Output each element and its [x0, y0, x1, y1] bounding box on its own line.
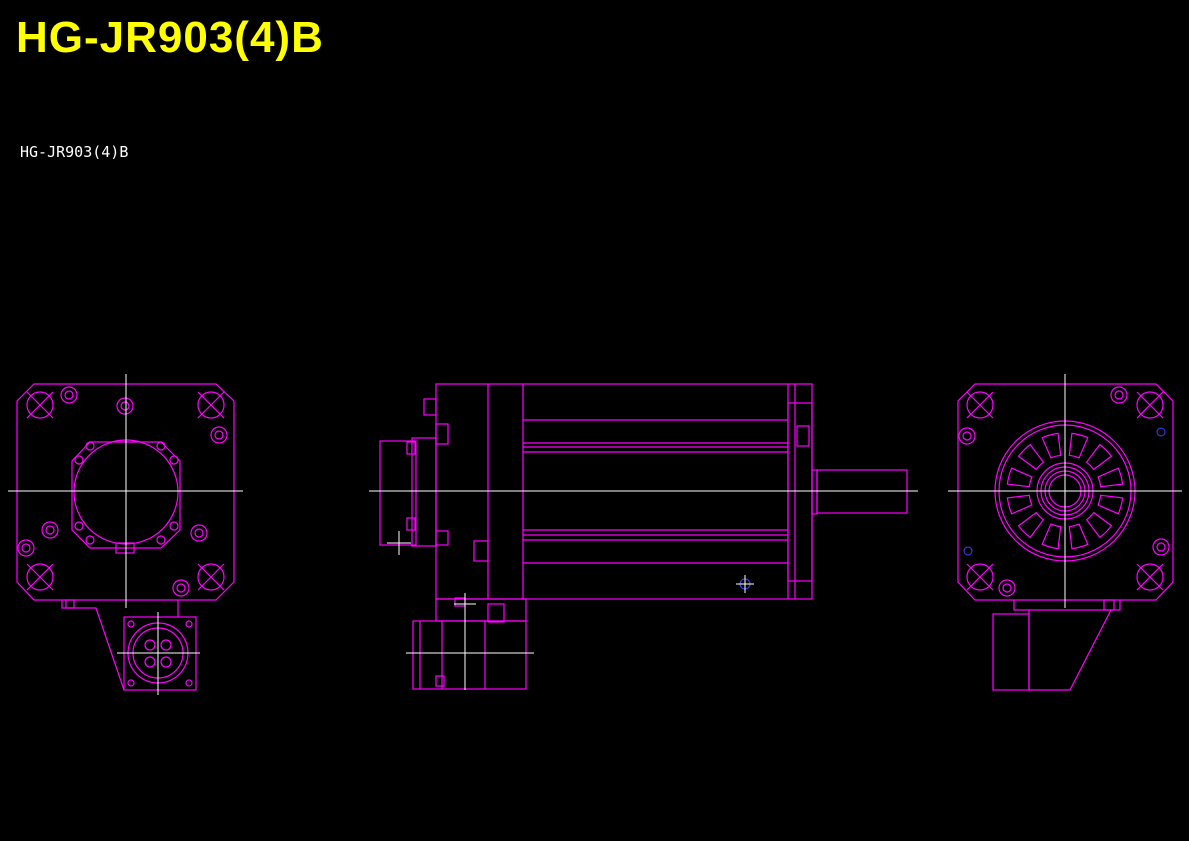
front-encoder-tab: [115, 542, 135, 554]
blue-hole-marker-2: [963, 546, 973, 556]
front-screw-bosses: [17, 386, 228, 597]
front-connector-bracket: [61, 600, 125, 691]
front-encoder-screws: [74, 441, 179, 545]
flange-mount-hole-bl: [966, 563, 994, 591]
flange-rib-window: [1085, 511, 1113, 539]
flange-outline: [957, 383, 1174, 601]
flange-rib-window: [1006, 494, 1033, 515]
side-encoder-housing: [411, 437, 437, 547]
flange-rib-window: [1097, 467, 1124, 488]
side-connector-base: [435, 598, 527, 622]
model-label: HG-JR903(4)B: [20, 143, 129, 161]
flange-rib-window: [1041, 523, 1062, 550]
side-fin-grooves: [523, 419, 788, 564]
flange-rib-window: [1097, 494, 1124, 515]
flange-mount-hole-tr: [1136, 391, 1164, 419]
front-encoder-cover: [71, 441, 181, 549]
flange-screw-bosses: [958, 386, 1170, 597]
flange-mount-hole-br: [1136, 563, 1164, 591]
flange-rib-window: [1006, 467, 1033, 488]
flange-rib-window: [1041, 432, 1062, 459]
flange-ribs: [1006, 432, 1124, 550]
flange-view: [948, 374, 1182, 691]
flange-connector-box: [992, 613, 1030, 691]
front-view: [8, 374, 243, 695]
front-flange-outline: [16, 383, 235, 601]
front-mount-hole-br: [197, 563, 225, 591]
blue-hole-marker: [1156, 427, 1166, 437]
flange-rib-window: [1068, 432, 1089, 459]
drawing-title: HG-JR903(4)B: [16, 13, 324, 62]
flange-rib-window: [1017, 443, 1045, 471]
front-mount-hole-tr: [197, 391, 225, 419]
side-power-connector: [412, 620, 527, 690]
front-mount-hole-bl: [26, 563, 54, 591]
flange-rib-window: [1068, 523, 1089, 550]
flange-mount-hole-tl: [966, 391, 994, 419]
front-mount-hole-tl: [26, 391, 54, 419]
flange-rib-window: [1085, 443, 1113, 471]
side-view: [369, 383, 918, 690]
side-encoder-connector: [379, 440, 417, 546]
flange-rib-window: [1017, 511, 1045, 539]
side-marker-cross: [736, 575, 754, 593]
